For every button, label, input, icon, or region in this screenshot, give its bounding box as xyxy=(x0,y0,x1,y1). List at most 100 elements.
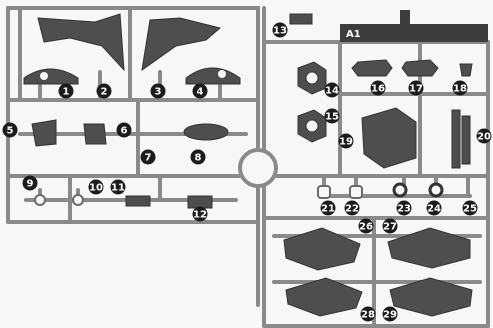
part-shape-11 xyxy=(125,195,151,207)
part-shape-10 xyxy=(72,194,84,206)
part-marker-number: 11 xyxy=(111,183,125,194)
sprue-parts xyxy=(23,10,488,317)
part-marker-circle xyxy=(58,83,74,99)
part-marker-number: 16 xyxy=(371,84,385,95)
part-shape-20 xyxy=(451,109,461,169)
part-marker-11: 11 xyxy=(110,179,126,195)
part-marker-24: 24 xyxy=(426,200,442,216)
part-marker-circle xyxy=(476,128,492,144)
part-shape-28 xyxy=(285,277,363,317)
part-shape-19 xyxy=(361,107,417,169)
part-marker-number: 5 xyxy=(7,126,14,137)
part-marker-26: 26 xyxy=(358,218,374,234)
part-marker-circle xyxy=(358,218,374,234)
part-marker-number: 24 xyxy=(427,204,441,215)
part-marker-number: 6 xyxy=(121,126,128,137)
part-shape-12 xyxy=(187,195,213,209)
part-marker-number: 27 xyxy=(383,222,397,233)
part-marker-number: 2 xyxy=(101,87,108,98)
part-marker-4: 4 xyxy=(192,83,208,99)
part-marker-circle xyxy=(110,179,126,195)
part-marker-number: 1 xyxy=(63,87,70,98)
part-marker-circle xyxy=(324,108,340,124)
part-marker-number: 7 xyxy=(145,153,152,164)
part-shape-9 xyxy=(34,194,46,206)
part-marker-circle xyxy=(338,133,354,149)
part-shape-fin-1 xyxy=(23,68,79,85)
part-marker-3: 3 xyxy=(150,83,166,99)
part-marker-13: 13 xyxy=(272,22,288,38)
part-marker-29: 29 xyxy=(382,306,398,322)
part-marker-number: 15 xyxy=(325,112,339,123)
part-marker-circle xyxy=(396,200,412,216)
part-shape-23 xyxy=(392,182,408,198)
part-marker-circle xyxy=(192,83,208,99)
part-marker-1: 1 xyxy=(58,83,74,99)
part-marker-number: 18 xyxy=(453,84,467,95)
part-marker-25: 25 xyxy=(462,200,478,216)
part-shape-5 xyxy=(31,119,57,147)
part-marker-number: 9 xyxy=(27,179,34,190)
part-marker-7: 7 xyxy=(140,149,156,165)
sprue-hub-circle xyxy=(238,148,278,188)
part-marker-circle xyxy=(88,179,104,195)
part-marker-circle xyxy=(190,149,206,165)
part-marker-number: 20 xyxy=(477,132,491,143)
part-marker-22: 22 xyxy=(344,200,360,216)
part-marker-number: 10 xyxy=(89,183,103,194)
part-marker-number: 4 xyxy=(197,87,204,98)
part-marker-19: 19 xyxy=(338,133,354,149)
part-marker-circle xyxy=(324,82,340,98)
part-marker-15: 15 xyxy=(324,108,340,124)
part-marker-8: 8 xyxy=(190,149,206,165)
part-shape-27 xyxy=(387,227,471,269)
part-marker-number: 29 xyxy=(383,310,397,321)
part-shape-16 xyxy=(351,59,393,77)
part-marker-16: 16 xyxy=(370,80,386,96)
part-shape-6 xyxy=(83,123,107,145)
part-marker-5: 5 xyxy=(2,122,18,138)
part-marker-circle xyxy=(320,200,336,216)
part-shape-fin-4 xyxy=(185,67,241,85)
part-marker-circle xyxy=(140,149,156,165)
part-marker-circle xyxy=(116,122,132,138)
part-marker-6: 6 xyxy=(116,122,132,138)
part-marker-circle xyxy=(344,200,360,216)
part-marker-23: 23 xyxy=(396,200,412,216)
part-marker-circle xyxy=(452,80,468,96)
part-marker-circle xyxy=(2,122,18,138)
part-marker-number: 25 xyxy=(463,204,477,215)
part-marker-number: 17 xyxy=(409,84,423,95)
part-shape-21 xyxy=(317,185,331,199)
part-marker-circle xyxy=(382,218,398,234)
part-marker-number: 12 xyxy=(193,210,207,221)
part-shape-24 xyxy=(428,182,444,198)
sheet-tag-bar xyxy=(340,24,488,42)
part-marker-number: 21 xyxy=(321,204,335,215)
part-marker-28: 28 xyxy=(360,306,376,322)
part-shape-8 xyxy=(183,123,229,141)
part-marker-circle xyxy=(96,83,112,99)
part-shape-18 xyxy=(459,63,473,77)
part-marker-circle xyxy=(408,80,424,96)
part-marker-10: 10 xyxy=(88,179,104,195)
part-marker-number: 28 xyxy=(361,310,375,321)
part-marker-18: 18 xyxy=(452,80,468,96)
part-marker-14: 14 xyxy=(324,82,340,98)
part-marker-circle xyxy=(150,83,166,99)
part-marker-21: 21 xyxy=(320,200,336,216)
part-marker-number: 8 xyxy=(195,153,202,164)
part-marker-2: 2 xyxy=(96,83,112,99)
part-marker-circle xyxy=(22,175,38,191)
part-marker-12: 12 xyxy=(192,206,208,222)
part-marker-circle xyxy=(370,80,386,96)
part-marker-number: 26 xyxy=(359,222,373,233)
part-marker-number: 13 xyxy=(273,26,287,37)
part-shape-26 xyxy=(283,227,361,271)
part-marker-17: 17 xyxy=(408,80,424,96)
part-marker-circle xyxy=(462,200,478,216)
part-marker-number: 14 xyxy=(325,86,339,97)
